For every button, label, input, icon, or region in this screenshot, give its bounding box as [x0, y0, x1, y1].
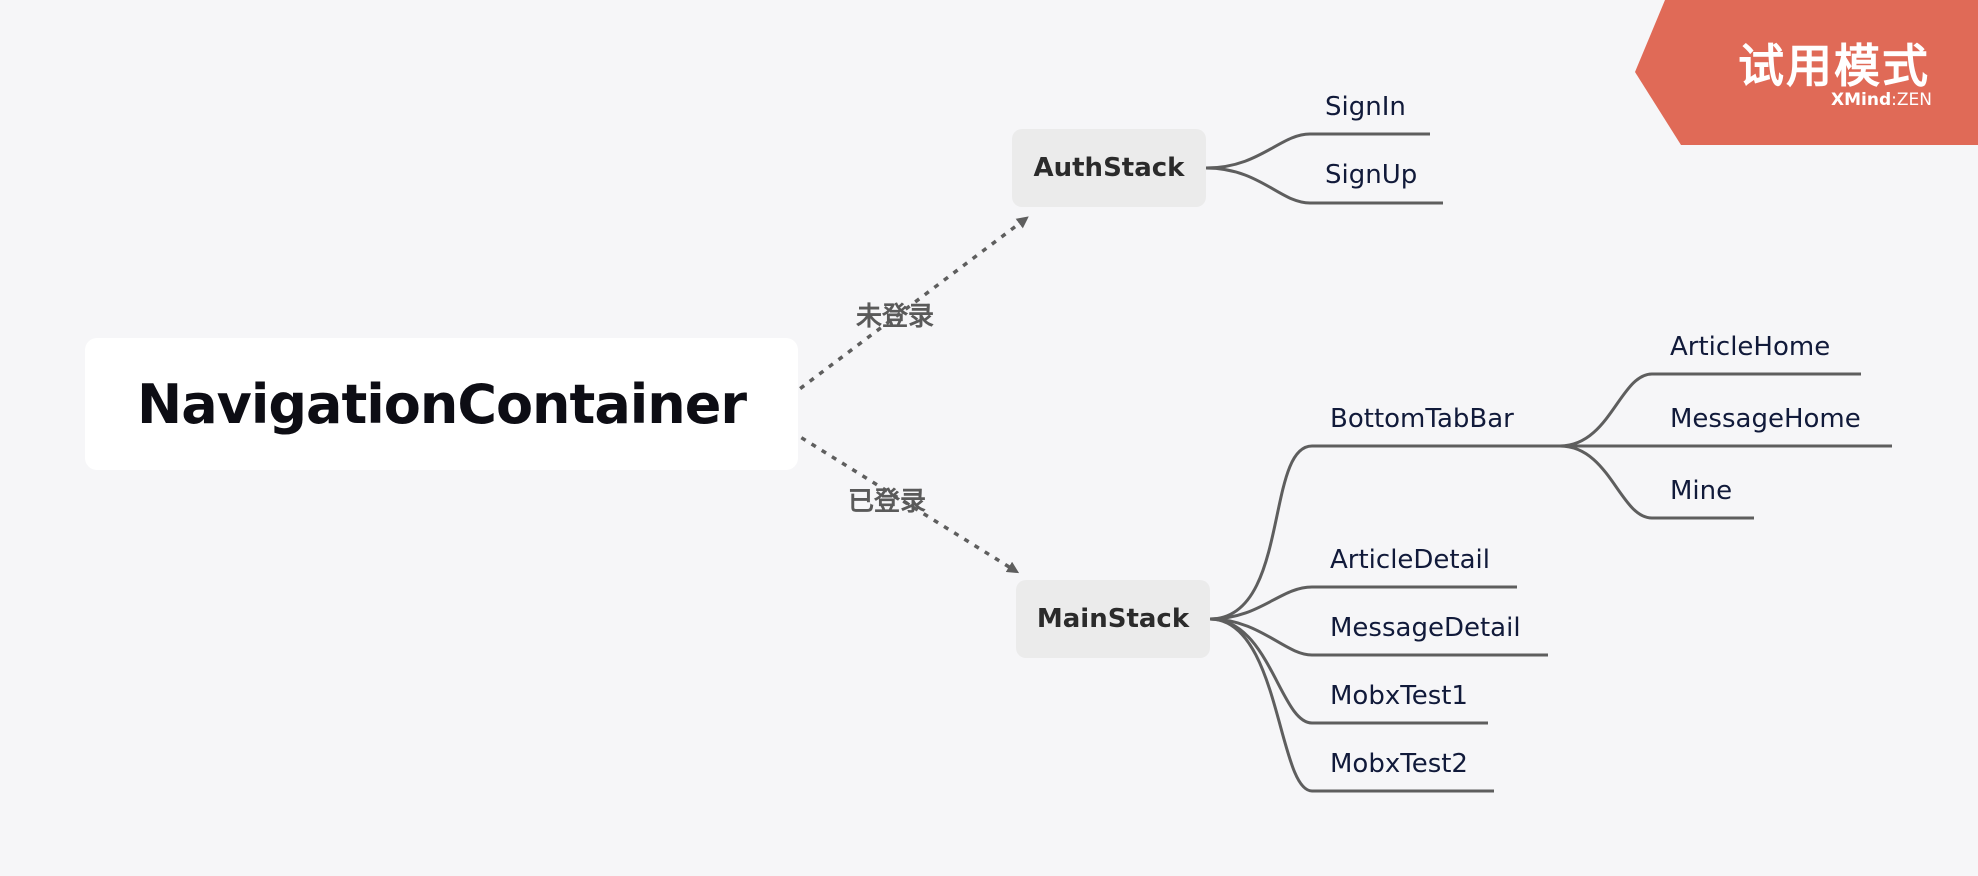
node-authstack[interactable]: AuthStack [1012, 129, 1206, 207]
branch-mobxtest2 [1209, 617, 1494, 793]
branch-bottomtabbar [1209, 444, 1560, 621]
node-bottomtabbar[interactable]: BottomTabBar [1330, 404, 1514, 434]
node-signin[interactable]: SignIn [1325, 92, 1406, 122]
node-mainstack[interactable]: MainStack [1016, 580, 1210, 658]
branch-mine [1559, 444, 1754, 520]
relation-label-not-logged-in: 未登录 [856, 302, 935, 332]
node-articlehome[interactable]: ArticleHome [1670, 332, 1831, 362]
node-mobxtest1[interactable]: MobxTest1 [1330, 681, 1468, 711]
relation-arrow-logged-in [780, 423, 1020, 574]
root-node-navigationcontainer[interactable]: NavigationContainer [85, 338, 798, 470]
relation-label-logged-in: 已登录 [848, 487, 927, 517]
node-mainstack-label: MainStack [1036, 604, 1190, 634]
node-signup[interactable]: SignUp [1325, 160, 1418, 190]
node-articledetail[interactable]: ArticleDetail [1330, 545, 1490, 575]
trial-badge-shape [1635, 0, 1978, 145]
branch-articledetail [1209, 585, 1517, 621]
trial-mode-badge[interactable]: 试用模式 XMind:ZEN [1635, 0, 1978, 145]
branch-signin [1205, 132, 1430, 170]
relation-arrow-not-logged-in [779, 216, 1029, 405]
trial-badge-subtitle: XMind:ZEN [1831, 90, 1932, 110]
node-mobxtest2[interactable]: MobxTest2 [1330, 749, 1468, 779]
trial-badge-separator: : [1891, 90, 1897, 110]
branch-articlehome [1559, 372, 1861, 448]
node-mine[interactable]: Mine [1670, 476, 1733, 506]
root-node-label: NavigationContainer [137, 372, 747, 436]
branch-signup [1205, 166, 1443, 205]
trial-badge-title: 试用模式 [1738, 39, 1930, 93]
node-authstack-label: AuthStack [1033, 153, 1185, 183]
trial-badge-edition: ZEN [1896, 90, 1932, 110]
node-messagehome[interactable]: MessageHome [1670, 404, 1861, 434]
node-messagedetail[interactable]: MessageDetail [1330, 613, 1521, 643]
trial-badge-brand: XMind [1831, 90, 1892, 110]
